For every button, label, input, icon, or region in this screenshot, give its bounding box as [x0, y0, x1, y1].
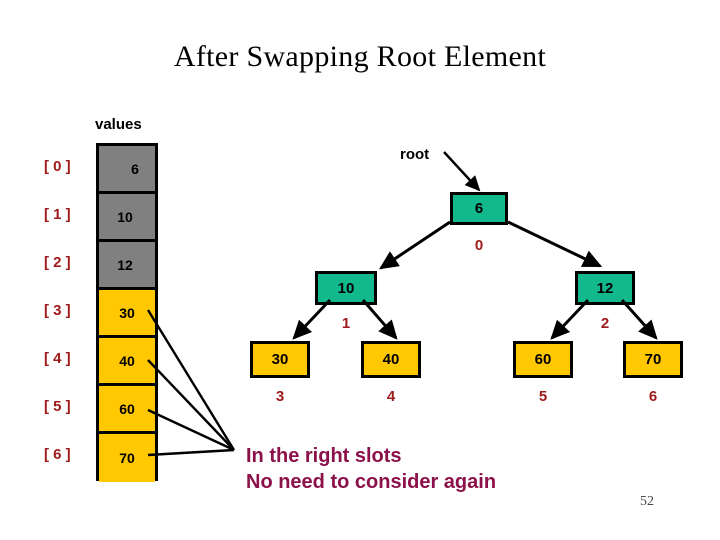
array-cell-2[interactable]: 12	[99, 242, 155, 290]
values-array: 6 10 12 30 40 60 70	[96, 143, 158, 482]
tree-node-index-4: 4	[386, 388, 396, 405]
tree-node-value-3: 30	[271, 351, 289, 368]
tree-node-index-5: 5	[538, 388, 548, 405]
array-cell-value-1: 10	[117, 208, 133, 225]
explanatory-note: In the right slots No need to consider a…	[246, 445, 497, 493]
callout-line-cell-5	[147, 408, 235, 452]
array-index-label-5: [ 5 ]	[44, 398, 71, 415]
tree-node-index-3: 3	[275, 388, 285, 405]
tree-node-2[interactable]: 12	[575, 271, 635, 305]
page-number: 52	[640, 494, 654, 509]
array-index-label-1: [ 1 ]	[44, 206, 71, 223]
array-cell-value-4: 40	[119, 352, 135, 369]
array-cell-value-6: 70	[119, 450, 135, 466]
edge-0-to-1	[379, 220, 451, 270]
tree-node-index-2: 2	[600, 315, 610, 332]
array-index-label-4: [ 4 ]	[44, 350, 71, 367]
array-cell-0[interactable]: 6	[99, 146, 155, 194]
array-cell-4[interactable]: 40	[99, 338, 155, 386]
array-cell-value-3: 30	[119, 304, 135, 321]
array-cell-value-0: 6	[131, 160, 139, 177]
tree-node-4[interactable]: 40	[361, 341, 421, 378]
array-index-label-6: [ 6 ]	[44, 446, 71, 463]
tree-node-value-2: 12	[596, 279, 614, 297]
array-index-label-2: [ 2 ]	[44, 254, 71, 271]
array-cell-6[interactable]: 70	[99, 434, 155, 482]
tree-node-3[interactable]: 30	[250, 341, 310, 378]
tree-node-value-1: 10	[337, 279, 355, 297]
root-pointer-arrow	[443, 151, 481, 192]
array-cell-value-2: 12	[117, 256, 133, 273]
array-index-label-3: [ 3 ]	[44, 302, 71, 319]
array-cell-value-5: 60	[119, 400, 135, 417]
array-cell-5[interactable]: 60	[99, 386, 155, 434]
array-index-label-0: [ 0 ]	[44, 158, 71, 175]
array-caption: values	[95, 116, 142, 133]
tree-node-0[interactable]: 6	[450, 192, 508, 225]
tree-node-index-0: 0	[474, 237, 484, 254]
page-title: After Swapping Root Element	[173, 40, 547, 73]
array-cell-3[interactable]: 30	[99, 290, 155, 338]
tree-node-5[interactable]: 60	[513, 341, 573, 378]
tree-node-value-0: 6	[474, 200, 484, 217]
tree-node-value-5: 60	[534, 351, 552, 368]
edge-0-to-2	[507, 220, 603, 268]
root-caption: root	[400, 146, 430, 163]
tree-node-index-1: 1	[341, 315, 351, 332]
tree-node-1[interactable]: 10	[315, 271, 377, 305]
callout-line-cell-3	[146, 309, 236, 451]
tree-node-index-6: 6	[648, 388, 658, 405]
tree-node-value-6: 70	[644, 351, 662, 368]
callout-line-cell-6	[147, 448, 235, 457]
tree-node-value-4: 40	[382, 351, 400, 368]
array-cell-1[interactable]: 10	[99, 194, 155, 242]
callout-line-cell-4	[147, 359, 235, 451]
tree-node-6[interactable]: 70	[623, 341, 683, 378]
